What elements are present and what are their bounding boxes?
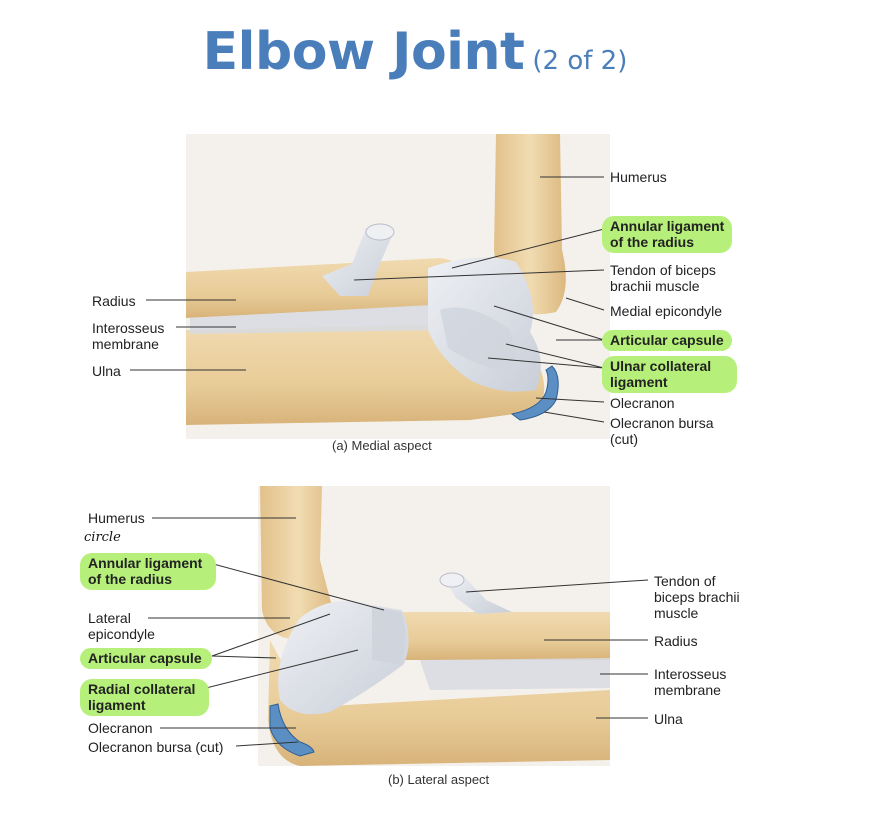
humerus-b <box>260 486 336 640</box>
biceps-tendon-a <box>322 228 392 296</box>
label-articular-capsule-a: Articular capsule <box>602 330 732 351</box>
label-ulna-a: Ulna <box>92 363 121 379</box>
radius-b <box>396 612 610 660</box>
label-ulna-b: Ulna <box>654 711 683 727</box>
interosseus-membrane-a <box>190 305 440 334</box>
ulna-b <box>268 640 610 766</box>
label-olecranon-b: Olecranon <box>88 720 153 736</box>
label-radius-a: Radius <box>92 293 136 309</box>
label-humerus-a: Humerus <box>610 169 667 185</box>
label-humerus-b: Humerus <box>88 510 145 526</box>
page-title: Elbow Joint(2 of 2) <box>0 22 830 82</box>
interosseus-membrane-b <box>420 658 610 690</box>
label-articular-capsule-b: Articular capsule <box>80 648 212 669</box>
caption-lateral-aspect: (b) Lateral aspect <box>388 772 490 787</box>
caption-medial-aspect: (a) Medial aspect <box>332 438 432 453</box>
label-olecranon-bursa-b: Olecranon bursa (cut) <box>88 739 224 755</box>
radius-a <box>186 258 470 318</box>
lateral-aspect-figure <box>148 486 649 766</box>
label-olecranon-a: Olecranon <box>610 395 675 411</box>
title-main: Elbow Joint <box>202 22 525 82</box>
title-sub: (2 of 2) <box>532 46 628 76</box>
handwritten-note: circle <box>84 530 121 545</box>
label-olecranon-bursa-a: Olecranon bursa(cut) <box>610 415 714 447</box>
label-medial-epicondyle: Medial epicondyle <box>610 303 723 319</box>
label-radius-b: Radius <box>654 633 698 649</box>
medial-aspect-figure <box>130 134 610 439</box>
annular-ligament-b <box>372 606 406 664</box>
olecranon-bursa-a <box>510 365 559 421</box>
